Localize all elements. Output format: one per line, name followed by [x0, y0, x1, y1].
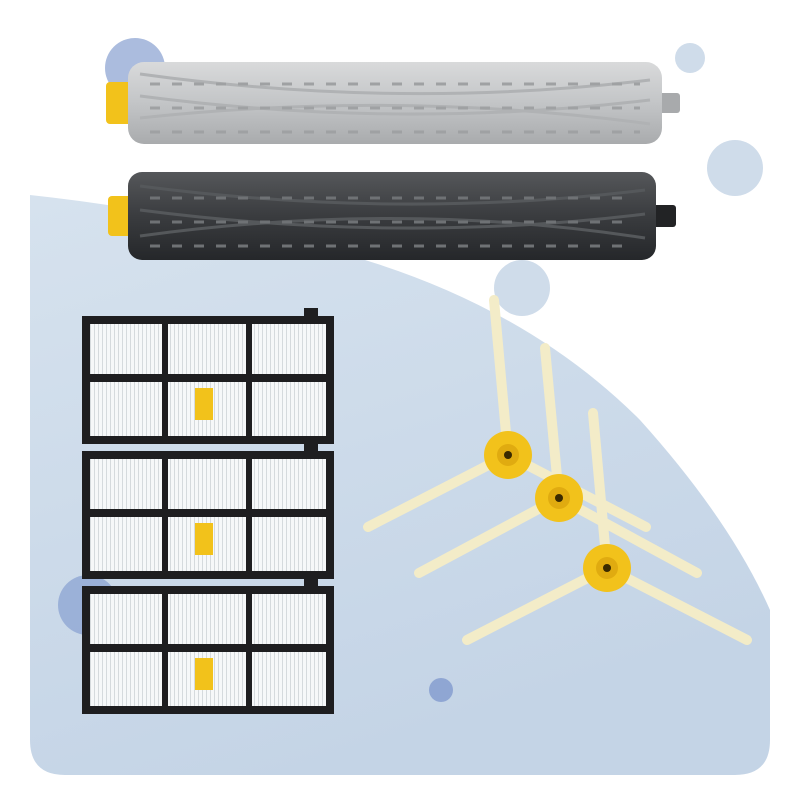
bubble — [707, 140, 763, 196]
bubble — [429, 678, 453, 702]
black-roller — [108, 172, 676, 260]
bubble — [675, 43, 705, 73]
filter — [82, 578, 334, 714]
side-brush — [363, 295, 651, 532]
side-brush — [414, 343, 702, 578]
side-brush — [462, 408, 752, 645]
gray-roller — [106, 62, 680, 144]
filter — [82, 443, 334, 579]
filter — [82, 308, 334, 444]
bubble — [494, 260, 550, 316]
